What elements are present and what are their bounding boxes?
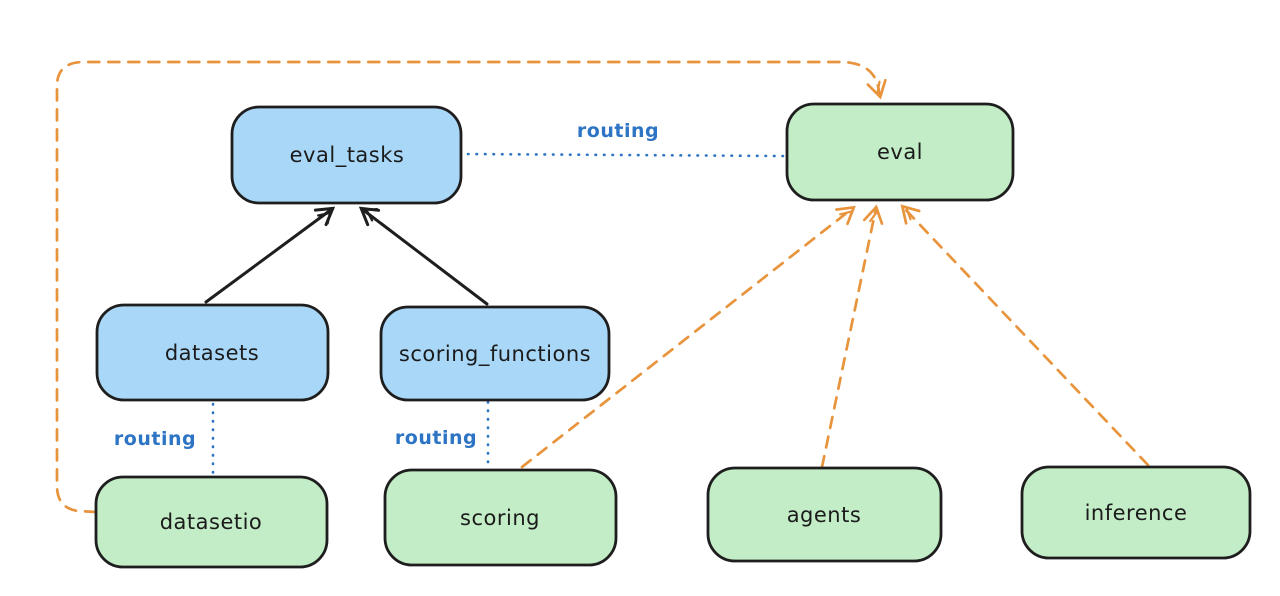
node-scoring_functions-box <box>379 305 611 402</box>
node-inference: inference <box>1020 465 1252 560</box>
node-datasetio: datasetio <box>94 475 329 569</box>
edge-scoring_functions-to-eval_tasks <box>358 206 489 306</box>
node-eval_tasks: eval_tasks <box>230 105 463 205</box>
node-scoring_functions: scoring_functions <box>379 305 611 402</box>
edge-scoring-to-eval <box>520 205 856 469</box>
node-eval_tasks-box <box>230 105 463 205</box>
routing-label-datasets-datasetio: routing <box>114 428 196 450</box>
node-inference-box <box>1020 465 1252 560</box>
node-scoring_functions-label: scoring_functions <box>399 342 591 367</box>
node-datasets: datasets <box>95 303 330 402</box>
node-eval-box <box>785 102 1015 202</box>
node-scoring-label: scoring <box>460 506 540 530</box>
routing-label-scoring_functions-scoring: routing <box>395 427 477 449</box>
node-eval-label: eval <box>877 140 923 164</box>
node-agents: agents <box>706 466 943 563</box>
node-datasets-label: datasets <box>165 341 259 365</box>
node-inference-label: inference <box>1085 501 1188 525</box>
routing-label-eval_tasks-eval: routing <box>577 120 659 142</box>
edge-agents-to-eval <box>820 204 884 469</box>
edge-datasetio-to-eval <box>55 60 887 514</box>
node-eval_tasks-label: eval_tasks <box>290 143 405 168</box>
node-datasetio-label: datasetio <box>160 510 263 534</box>
node-agents-label: agents <box>787 503 862 527</box>
edge-inference-to-eval <box>900 204 1150 467</box>
edge-eval_tasks-to-eval-routing <box>466 152 786 158</box>
node-scoring: scoring <box>383 468 618 567</box>
node-scoring-box <box>383 468 618 567</box>
node-datasets-box <box>95 303 330 402</box>
node-datasetio-box <box>94 475 329 569</box>
node-eval: eval <box>785 102 1015 202</box>
edge-datasets-to-eval_tasks <box>204 206 336 304</box>
node-agents-box <box>706 466 943 563</box>
